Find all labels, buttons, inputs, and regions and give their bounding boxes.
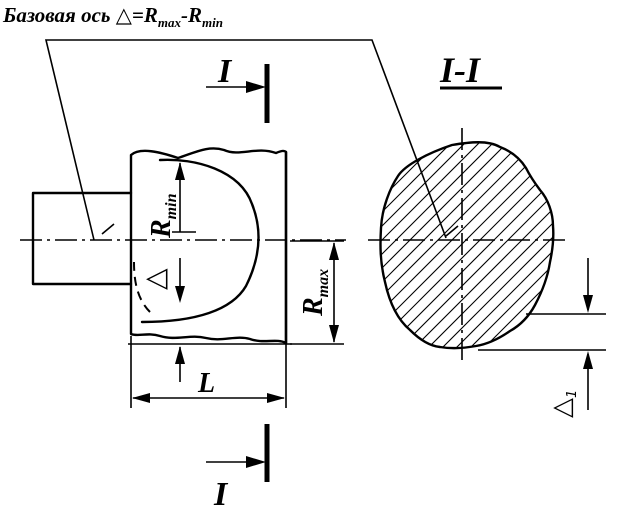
section-outline: [379, 141, 555, 350]
delta1-symbol: △: [547, 398, 577, 418]
rmax-sub: max: [315, 269, 332, 297]
cross-section: [380, 130, 640, 360]
hatch-line: [380, 142, 521, 349]
hatch-line: [626, 130, 640, 360]
caption-delta: △: [116, 3, 133, 27]
rmin-arrow-top: [175, 162, 185, 180]
hatch-line: [380, 142, 554, 349]
delta-arrow-up: [175, 346, 185, 364]
hatch-line: [570, 130, 640, 360]
rmax-label: Rmax: [298, 269, 332, 317]
hatch-line: [380, 142, 554, 349]
profile-arc: [140, 158, 260, 324]
l-arrow-right: [267, 393, 285, 403]
section-mark-bottom: I: [213, 476, 229, 513]
hatch-line: [429, 142, 554, 349]
leader-tick: [101, 223, 115, 235]
rmax-letter: R: [298, 297, 329, 317]
l-label: L: [197, 368, 215, 399]
hatch-line: [380, 142, 451, 349]
delta1-label: △1: [547, 390, 580, 418]
hatch-line: [380, 142, 479, 349]
hatch-line: [457, 142, 554, 349]
rmax-arrow-top: [329, 242, 339, 260]
hatch-line: [380, 142, 554, 349]
rmax-arrow-bottom: [329, 325, 339, 343]
hatch-line: [380, 142, 493, 349]
hatch-line: [415, 142, 554, 349]
hatch-line: [556, 130, 640, 360]
hatch-line: [380, 142, 549, 349]
caption-prefix: Базовая ось: [2, 3, 116, 27]
hatch-line: [598, 130, 640, 360]
hatch-line: [541, 142, 554, 349]
delta1-arrow-down: [583, 295, 593, 313]
leader-left: [44, 39, 447, 241]
hatch-line: [499, 142, 554, 349]
hatch-line: [471, 142, 554, 349]
hatch-line: [387, 142, 554, 349]
caption-max-sub: max: [158, 15, 182, 30]
hatch-line: [513, 142, 554, 349]
delta1-sub: 1: [565, 390, 580, 398]
hatch-line: [380, 142, 535, 349]
rmin-label: Rmin: [146, 193, 180, 239]
delta-label: △: [138, 268, 171, 290]
section-mark-top: I: [217, 53, 233, 90]
hatch-line: [612, 130, 640, 360]
caption-minus: -R: [181, 3, 202, 27]
section-hatching: [380, 130, 640, 360]
hatch-line: [584, 130, 640, 360]
rmin-sub: min: [163, 193, 180, 219]
hatch-line: [485, 142, 554, 349]
section-arrow-bottom-head: [246, 456, 266, 468]
rmin-letter: R: [146, 219, 177, 239]
section-arrow-top-head: [246, 81, 266, 93]
hatch-line: [380, 142, 465, 349]
hatch-line: [443, 142, 554, 349]
caption-min-sub: min: [202, 15, 223, 30]
caption: Базовая ось △=Rmax-Rmin: [2, 3, 223, 30]
hatch-line: [380, 142, 507, 349]
section-title: I-I: [439, 50, 482, 90]
l-arrow-left: [132, 393, 150, 403]
delta1-arrow-up: [583, 351, 593, 369]
hatch-line: [401, 142, 554, 349]
shaft-stub: [31, 191, 133, 286]
delta-arrow-down: [175, 286, 185, 303]
leader-tick-right: [445, 225, 459, 237]
caption-eq: =R: [132, 3, 158, 27]
hidden-profile: [133, 261, 151, 313]
